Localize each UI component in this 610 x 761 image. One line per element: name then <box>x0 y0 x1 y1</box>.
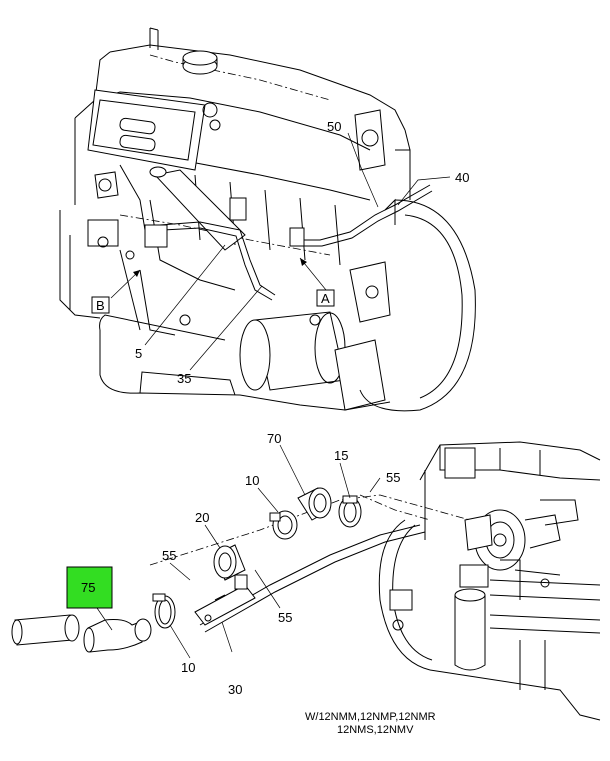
part-15-clamp <box>338 495 362 528</box>
callout-b: B <box>96 298 105 313</box>
callout-10-lower: 10 <box>181 660 195 675</box>
part-20-grommet <box>213 544 246 581</box>
callout-55-left: 55 <box>162 548 176 563</box>
model-note-line1: W/12NMM,12NMP,12NMR <box>305 711 436 723</box>
callout-30: 30 <box>228 682 242 697</box>
model-note-line2: 12NMS,12NMV <box>337 724 414 736</box>
leader-lines-bottom <box>94 444 381 659</box>
callout-15: 15 <box>334 448 348 463</box>
part-75-hose <box>11 614 152 653</box>
callout-70: 70 <box>267 431 281 446</box>
part-30-bracket <box>194 574 256 626</box>
part-10-clamp-lower <box>152 593 176 629</box>
callout-10-upper: 10 <box>245 473 259 488</box>
highlight-box-75: 75 <box>66 566 113 609</box>
callout-40: 40 <box>455 170 469 185</box>
callout-55-middle: 55 <box>278 610 292 625</box>
part-70-elbow <box>297 487 332 521</box>
highlight-fill <box>66 566 113 609</box>
engine-assembly-top <box>59 27 476 412</box>
reference-box-b: B <box>91 296 110 314</box>
callout-a: A <box>321 291 330 306</box>
callout-5: 5 <box>135 346 142 361</box>
reference-box-a: A <box>316 289 335 307</box>
callout-55-right: 55 <box>386 470 400 485</box>
engine-assembly-bottom <box>378 441 601 721</box>
part-10-clamp-upper <box>269 510 298 540</box>
callout-35: 35 <box>177 371 191 386</box>
leader-lines-top <box>110 132 451 371</box>
callout-75: 75 <box>81 580 95 595</box>
callout-20: 20 <box>195 510 209 525</box>
callout-50: 50 <box>327 119 341 134</box>
